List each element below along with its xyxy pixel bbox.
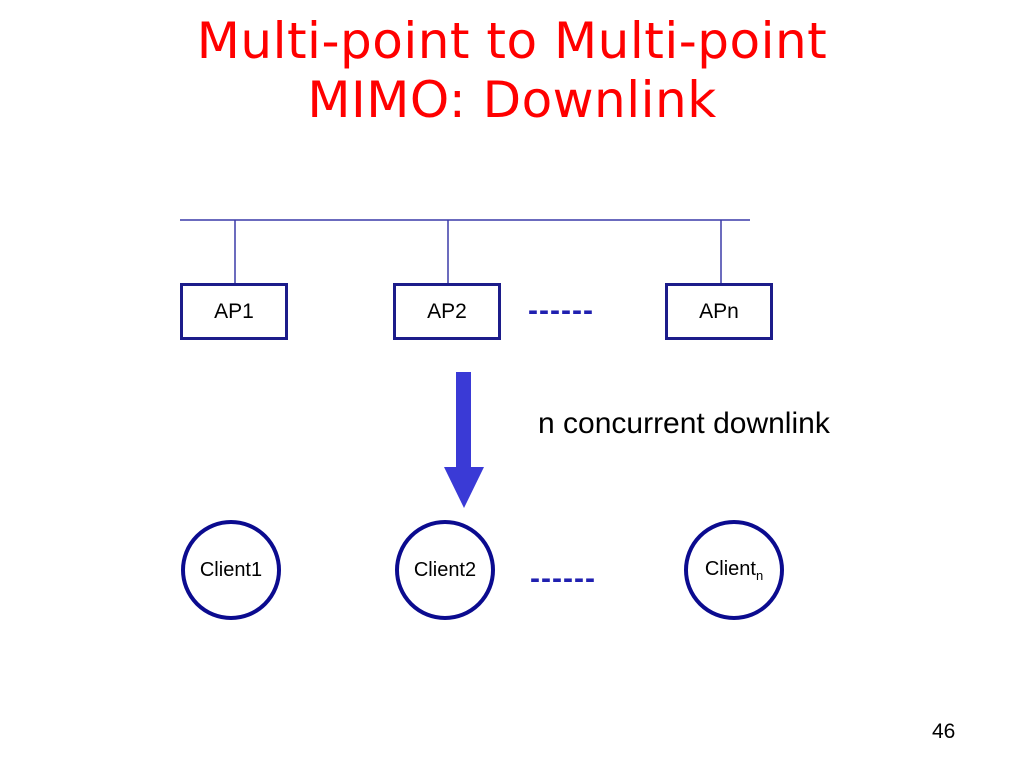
arrow-shaft — [456, 372, 471, 468]
ap2-label: AP2 — [427, 299, 467, 323]
arrow-head — [444, 467, 484, 508]
client-n: Clientn — [684, 520, 784, 620]
client1-label: Client1 — [199, 558, 263, 581]
access-point-n: APn — [665, 283, 773, 340]
access-point-1: AP1 — [180, 283, 288, 340]
clientn-label: Clientn — [705, 558, 763, 583]
client2-label: Client2 — [413, 558, 477, 581]
title-line-1: Multi-point to Multi-point — [196, 12, 828, 70]
downlink-arrow — [444, 372, 484, 508]
apn-label: APn — [699, 299, 739, 323]
ap1-label: AP1 — [214, 299, 254, 323]
client-2: Client2 — [395, 520, 495, 620]
arrow-caption: n concurrent downlink — [538, 407, 830, 440]
client-1: Client1 — [181, 520, 281, 620]
clientn-label-text: Client — [704, 557, 756, 580]
slide-title: Multi-point to Multi-point MIMO: Downlin… — [0, 12, 1024, 130]
access-point-2: AP2 — [393, 283, 501, 340]
page-number: 46 — [932, 720, 956, 743]
title-line-2: MIMO: Downlink — [307, 71, 717, 129]
client-ellipsis-dashes: ------ — [530, 562, 596, 595]
clientn-subscript: n — [755, 567, 764, 583]
ap-ellipsis-dashes: ------ — [528, 294, 594, 327]
